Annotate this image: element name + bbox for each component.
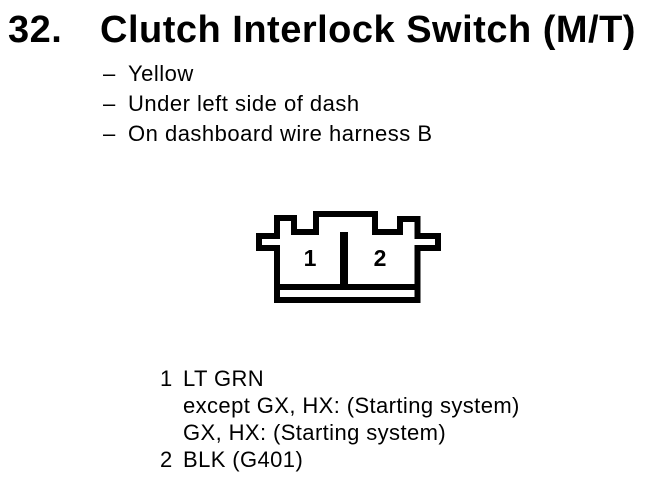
dash-glyph: – — [103, 61, 116, 86]
pin-2-label: 2 — [374, 245, 387, 271]
legend-entry-pin-1: 1 LT GRN except GX, HX: (Starting system… — [160, 365, 520, 446]
note-harness: – On dashboard wire harness B — [103, 119, 433, 149]
dash-glyph: – — [103, 91, 116, 116]
note-text: On dashboard wire harness B — [128, 121, 433, 146]
legend-line: GX, HX: (Starting system) — [183, 420, 447, 445]
legend-line: except GX, HX: (Starting system) — [183, 393, 520, 418]
pin-1-label: 1 — [304, 245, 317, 271]
connector-notes: – Yellow – Under left side of dash – On … — [103, 59, 433, 149]
legend-pin-number: 2 — [160, 447, 173, 472]
legend-line: BLK (G401) — [183, 447, 304, 472]
legend-entry-lines: BLK (G401) — [183, 446, 303, 473]
note-location: – Under left side of dash — [103, 89, 433, 119]
note-text: Under left side of dash — [128, 91, 360, 116]
note-color: – Yellow — [103, 59, 433, 89]
pin-legend: 1 LT GRN except GX, HX: (Starting system… — [160, 365, 520, 473]
legend-pin-number: 1 — [160, 366, 173, 391]
dash-glyph: – — [103, 121, 116, 146]
connector-outline-shape — [256, 211, 441, 303]
note-text: Yellow — [128, 61, 194, 86]
section-number: 32. — [8, 9, 63, 51]
legend-entry-lines: LT GRN except GX, HX: (Starting system) … — [183, 365, 520, 446]
legend-entry-pin-2: 2 BLK (G401) — [160, 446, 520, 473]
legend-line: LT GRN — [183, 366, 265, 391]
page-title: Clutch Interlock Switch (M/T) — [100, 9, 636, 51]
